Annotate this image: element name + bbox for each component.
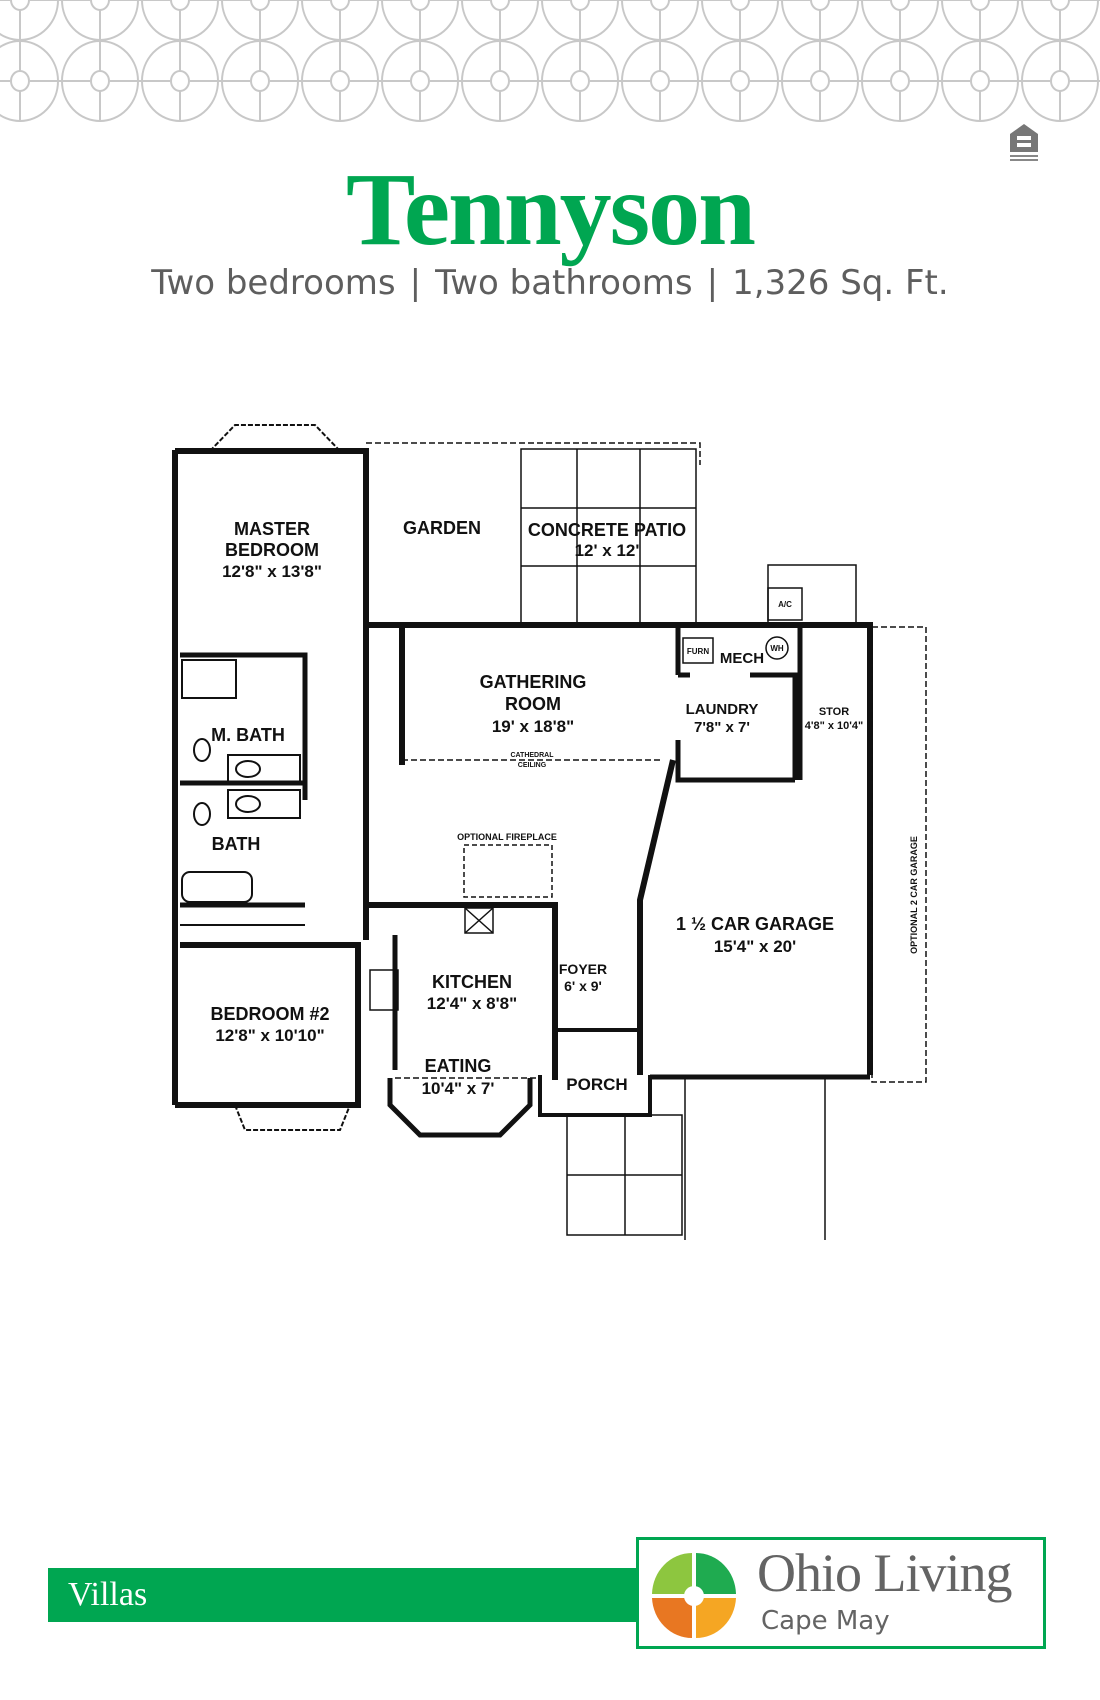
annotation-fireplace: OPTIONAL FIREPLACE xyxy=(457,832,557,842)
room-size: 7'8" x 7' xyxy=(694,719,750,736)
room-label: 1 ½ CAR GARAGE xyxy=(676,914,834,934)
room-label: PORCH xyxy=(566,1075,627,1094)
category-label: Villas xyxy=(68,1576,148,1613)
room-label: MASTER xyxy=(234,519,310,539)
annotation-ac: A/C xyxy=(778,600,792,609)
room-label: BATH xyxy=(212,834,261,854)
decorative-pattern-header xyxy=(0,0,1100,122)
room-label: CONCRETE PATIO xyxy=(528,520,686,540)
spec-bedrooms: Two bedrooms xyxy=(151,263,396,303)
annotation-cathedral: CATHEDRAL xyxy=(510,752,554,759)
plan-specs: Two bedrooms | Two bathrooms | 1,326 Sq. Ft. xyxy=(0,266,1100,300)
room-label: KITCHEN xyxy=(432,972,512,992)
room-size: 6' x 9' xyxy=(564,978,602,994)
room-size: 12'8" x 13'8" xyxy=(222,562,322,581)
room-label: BEDROOM xyxy=(225,540,319,560)
room-size: 12'8" x 10'10" xyxy=(215,1026,324,1045)
room-size: 12'4" x 8'8" xyxy=(427,994,517,1013)
annotation-optional-garage: OPTIONAL 2 CAR GARAGE xyxy=(909,836,919,954)
room-size: 15'4" x 20' xyxy=(714,937,796,956)
room-labels: MASTER BEDROOM 12'8" x 13'8" GARDEN CONC… xyxy=(210,518,919,1098)
room-label: BEDROOM #2 xyxy=(210,1004,329,1024)
room-size: 19' x 18'8" xyxy=(492,717,574,736)
room-label: GARDEN xyxy=(403,518,481,538)
room-label: M. BATH xyxy=(211,725,285,745)
room-size: 12' x 12' xyxy=(575,541,640,560)
room-label: STOR xyxy=(819,706,849,718)
spec-bathrooms: Two bathrooms xyxy=(435,263,693,303)
brand-location: Cape May xyxy=(761,1606,890,1636)
room-label: MECH xyxy=(720,650,764,667)
spec-separator: | xyxy=(409,263,422,303)
room-size: 10'4" x 7' xyxy=(422,1079,495,1098)
spec-area: 1,326 Sq. Ft. xyxy=(732,263,949,303)
floor-plan: MASTER BEDROOM 12'8" x 13'8" GARDEN CONC… xyxy=(172,424,927,1240)
annotation-furnace: FURN xyxy=(687,647,709,656)
spec-separator: | xyxy=(706,263,719,303)
equal-housing-opportunity-icon xyxy=(1010,124,1038,161)
room-label: FOYER xyxy=(559,961,607,977)
annotation-water-heater: WH xyxy=(770,644,784,653)
room-label: GATHERING xyxy=(480,672,587,692)
room-label: EATING xyxy=(425,1056,492,1076)
brand-logo: Ohio Living Cape May xyxy=(636,1537,1046,1649)
category-band: Villas xyxy=(48,1568,648,1622)
plan-title: Tennyson xyxy=(346,152,756,267)
room-label: LAUNDRY xyxy=(686,701,759,718)
annotation-ceiling: CEILING xyxy=(518,762,547,769)
brand-name: Ohio Living xyxy=(757,1543,1012,1603)
room-label: ROOM xyxy=(505,694,561,714)
ohio-living-logo-icon xyxy=(652,1553,736,1638)
room-size: 4'8" x 10'4" xyxy=(805,720,863,732)
